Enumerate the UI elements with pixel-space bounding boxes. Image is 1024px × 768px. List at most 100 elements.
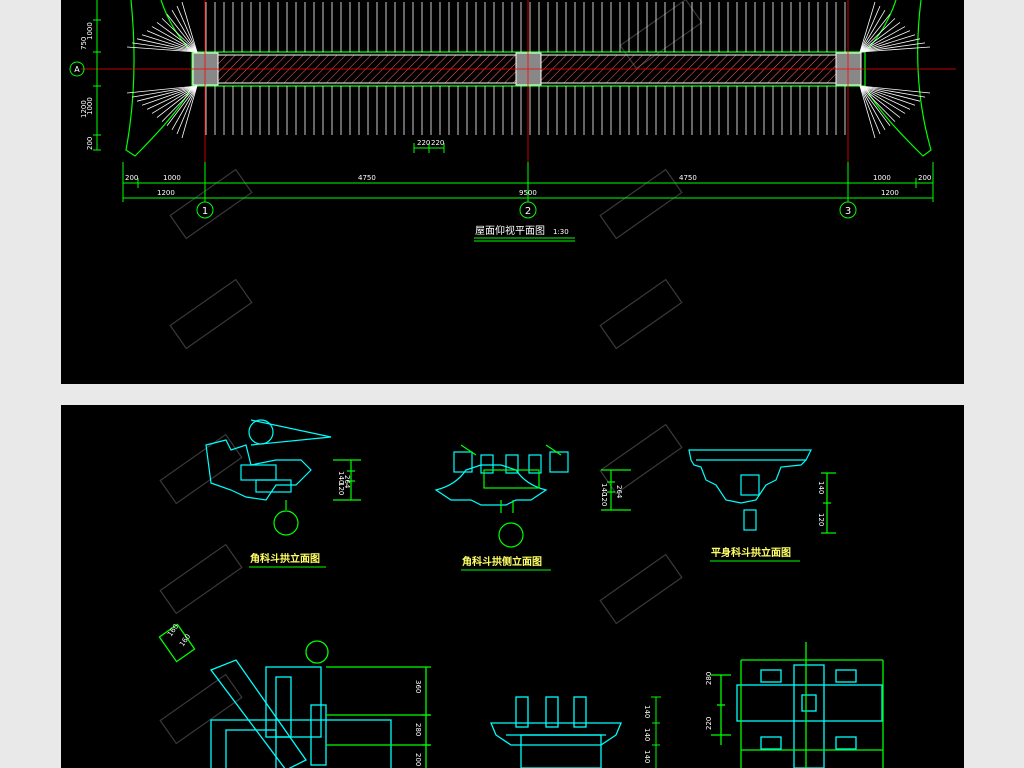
d2-dim-1: 140 <box>600 483 608 496</box>
detail-corner-plan <box>158 623 431 768</box>
rafter-fan <box>171 9 198 53</box>
d6-dim-1: 280 <box>705 672 713 685</box>
rot-dim-2: 160 <box>178 633 192 649</box>
rafter-fan <box>859 85 916 106</box>
rafter-fan <box>171 85 198 131</box>
d1-dim-1: 140 <box>337 471 345 484</box>
svg-text:2: 2 <box>525 206 531 217</box>
rafter-fan <box>126 46 198 53</box>
grid-bubble-3: 3 <box>839 201 857 219</box>
caption-corner-bracket-elevation: 角科斗拱立面图 <box>250 552 320 565</box>
dim-r2-2: 9500 <box>519 189 537 197</box>
rafter-fan <box>181 1 198 53</box>
rafter-fan <box>859 26 906 53</box>
rafter-fan <box>859 18 896 53</box>
left-dim-3: 1000 <box>86 97 94 115</box>
d4-dim-3: 200 <box>414 753 422 766</box>
roof-plan-drawing: 1000 750 1000 1200 200 A 220 220 200 100… <box>69 0 956 350</box>
rafter-fan <box>859 85 876 139</box>
d3-dim-1: 140 <box>817 481 825 494</box>
dim-r1-4: 4750 <box>679 174 697 182</box>
watermark <box>159 423 683 745</box>
dim-r2-1: 1200 <box>157 189 175 197</box>
d2-dim-3: 264 <box>615 485 623 499</box>
drawing-scale: 1:30 <box>553 228 569 236</box>
rafter-fan <box>131 42 198 53</box>
rafter-fan <box>151 85 198 114</box>
rafter-fan <box>859 5 881 53</box>
rafter-fan <box>859 85 906 114</box>
d5-dim-1: 140 <box>643 705 651 718</box>
drawing-title: 屋面仰视平面图 <box>475 224 545 237</box>
bracket-details-panel: 140 120 264 角科斗拱立面图 140 120 264 角科 <box>61 405 964 768</box>
d1-dim-2: 120 <box>337 482 345 495</box>
rafter-fan <box>161 18 198 53</box>
d1-dim-3: 264 <box>343 475 351 489</box>
dim-r1-6: 200 <box>918 174 931 182</box>
left-dim-4: 1200 <box>80 100 88 118</box>
left-dim-5: 200 <box>86 137 94 150</box>
dim-r2-3: 1200 <box>881 189 899 197</box>
rafter-fan <box>859 1 876 53</box>
svg-text:3: 3 <box>845 206 851 217</box>
rafter-fan <box>859 85 881 135</box>
rafter-fan <box>859 85 886 131</box>
rafter-fan <box>181 85 198 139</box>
rafter-fan <box>146 30 198 53</box>
rafter-fan <box>166 85 198 126</box>
d3-dim-2: 120 <box>817 513 825 526</box>
rafter-fan <box>151 26 198 53</box>
rafter-fan <box>859 42 926 53</box>
small-dim-2: 220 <box>431 139 444 147</box>
rafter-fan <box>859 85 921 102</box>
detail-intermediate-bracket <box>688 449 836 534</box>
d5-dimension-line <box>651 696 661 768</box>
dim-r1-2: 1000 <box>163 174 181 182</box>
d4-dim-1: 360 <box>414 680 422 693</box>
rafter-fan <box>859 9 886 53</box>
rafter-fan <box>176 5 198 53</box>
small-dim-1: 220 <box>417 139 430 147</box>
grid-axes <box>81 0 956 200</box>
rafters <box>126 1 931 139</box>
rafter-fan <box>859 85 896 122</box>
grid-bubble-2: 2 <box>519 201 537 219</box>
rafter-fan <box>859 85 901 118</box>
svg-text:1: 1 <box>202 206 208 217</box>
caption-intermediate-bracket: 平身科斗拱立面图 <box>711 546 791 559</box>
d6-dim-2: 220 <box>705 717 713 730</box>
rafter-fan <box>156 85 198 118</box>
rafter-fan <box>126 85 198 94</box>
rafter-fan <box>156 22 198 53</box>
d2-dim-2: 120 <box>600 493 608 506</box>
rafter-fan <box>176 85 198 135</box>
rafter-fan <box>166 14 198 53</box>
rafter-fan <box>141 85 198 106</box>
dim-r1-5: 1000 <box>873 174 891 182</box>
rafter-fan <box>859 85 911 110</box>
detail-corner-bracket-elevation <box>205 419 361 536</box>
rafter-fan <box>131 85 198 98</box>
bottom-dimensions <box>122 162 934 202</box>
left-dimensions <box>93 0 101 151</box>
detail-corner-bracket-side <box>434 444 631 548</box>
rafter-fan <box>859 38 921 53</box>
detail-bracket-plan <box>711 642 884 768</box>
rafter-fan <box>136 85 198 102</box>
dim-r1-3: 4750 <box>358 174 376 182</box>
rafter-fan <box>859 14 891 53</box>
detail-bracket-section <box>490 696 622 768</box>
left-dim-1: 1000 <box>86 22 94 40</box>
left-dim-2: 750 <box>80 37 88 50</box>
rafter-fan <box>859 46 931 53</box>
rafter-fan <box>859 85 926 98</box>
caption-corner-bracket-side: 角科斗拱侧立面图 <box>462 555 542 568</box>
rafter-fan <box>859 85 891 126</box>
d5-dim-2: 140 <box>643 728 651 741</box>
dim-r1-1: 200 <box>125 174 138 182</box>
d4-dim-2: 280 <box>414 723 422 736</box>
roof-plan-panel: 1000 750 1000 1200 200 A 220 220 200 100… <box>61 0 964 384</box>
rafter-fan <box>136 38 198 53</box>
roof-outline <box>125 0 932 157</box>
axis-bubble-a: A <box>69 61 85 77</box>
